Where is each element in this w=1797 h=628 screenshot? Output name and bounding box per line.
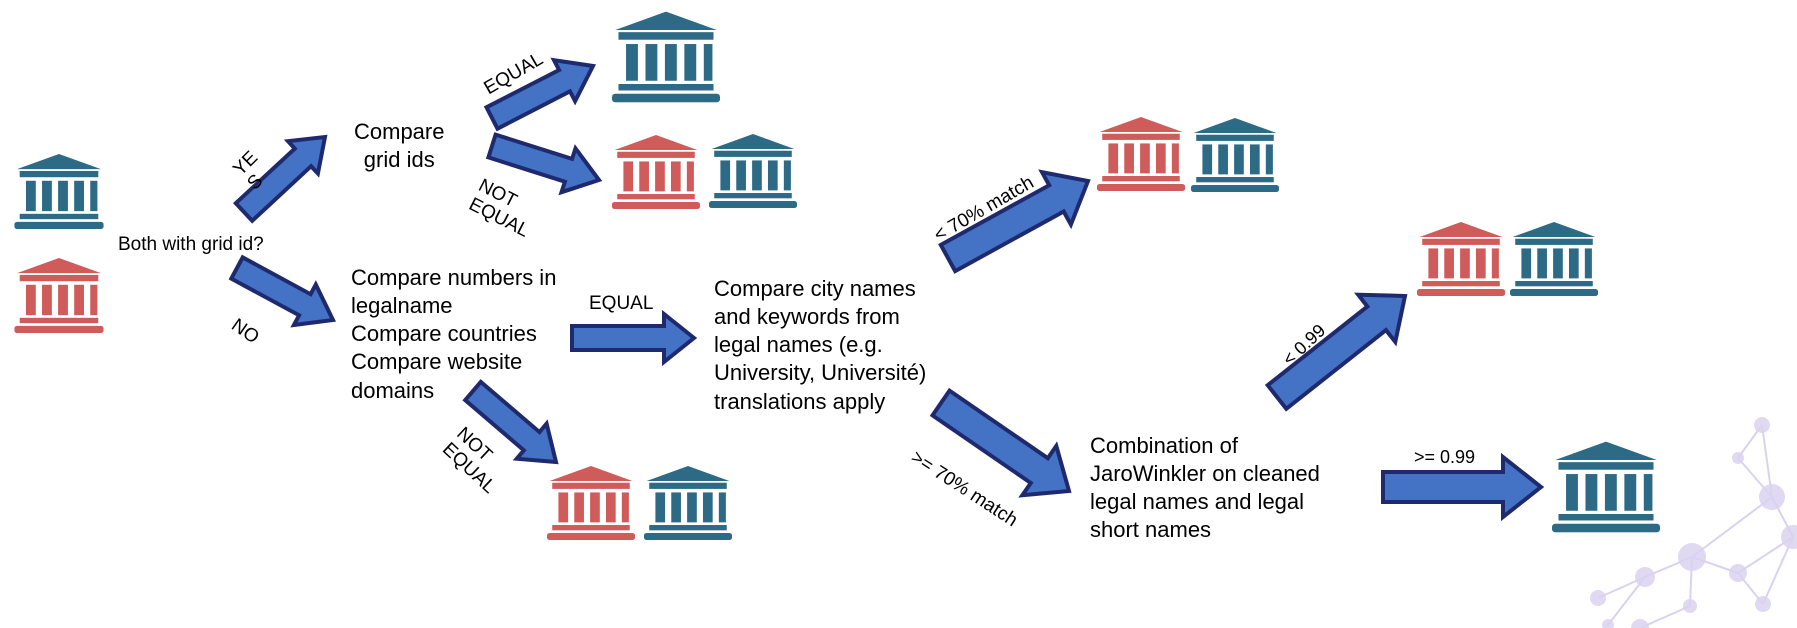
label-gte-099: >= 0.99: [1414, 447, 1476, 467]
label-equal-numbers: EQUAL: [589, 293, 654, 314]
molecule-network-decoration: [1590, 417, 1797, 628]
arrow-not-equal-nums: [462, 379, 559, 465]
step-compare-grid-ids: Compare grid ids: [354, 119, 445, 173]
arrow-lt-099: [1264, 292, 1408, 412]
arrow-yes: [232, 134, 328, 224]
step-compare-city-names: Compare city names and keywords from leg…: [714, 276, 927, 414]
step-compare-numbers: Compare numbers in legalname Compare cou…: [351, 265, 557, 403]
arrow-no: [228, 254, 337, 328]
network-node: [1678, 543, 1706, 571]
network-node: [1755, 596, 1771, 612]
bank-building-icon: [546, 466, 636, 540]
bank-building-icon: [14, 154, 104, 229]
arrow-equal-numbers: [570, 309, 698, 367]
bank-building-icon: [1190, 118, 1280, 192]
network-node: [1729, 564, 1747, 582]
network-edge: [1607, 576, 1646, 626]
step-both-with-grid-id: Both with grid id?: [118, 234, 264, 255]
bank-building-icon: [1096, 117, 1186, 191]
network-node: [1683, 599, 1697, 613]
network-node: [1602, 619, 1614, 628]
bank-building-icon: [14, 258, 104, 333]
network-node: [1781, 525, 1797, 549]
network-node: [1754, 417, 1770, 433]
bank-building-icon: [612, 8, 720, 106]
network-node: [1732, 452, 1744, 464]
bank-building-icon: [611, 135, 701, 209]
arrow-lt-70: [938, 169, 1091, 274]
network-node: [1635, 567, 1655, 587]
arrow-equal-grid: [483, 57, 597, 132]
arrow-not-equal-grid: [485, 132, 603, 196]
bank-building-icon: [708, 134, 798, 208]
arrow-gte-70: [929, 387, 1072, 498]
bank-building-icon: [1509, 222, 1599, 296]
bank-building-icon: [643, 466, 733, 540]
network-edge: [1691, 496, 1773, 558]
step-combination-jarowinkler: Combination of JaroWinkler on cleaned le…: [1090, 433, 1320, 543]
network-edge: [1639, 605, 1691, 628]
arrow-gte-099: [1381, 452, 1545, 522]
network-node: [1759, 484, 1785, 510]
network-node: [1631, 619, 1649, 628]
bank-building-icon: [1552, 437, 1660, 537]
network-edge: [1762, 536, 1794, 605]
network-node: [1590, 590, 1606, 606]
bank-building-icon: [1416, 222, 1506, 296]
